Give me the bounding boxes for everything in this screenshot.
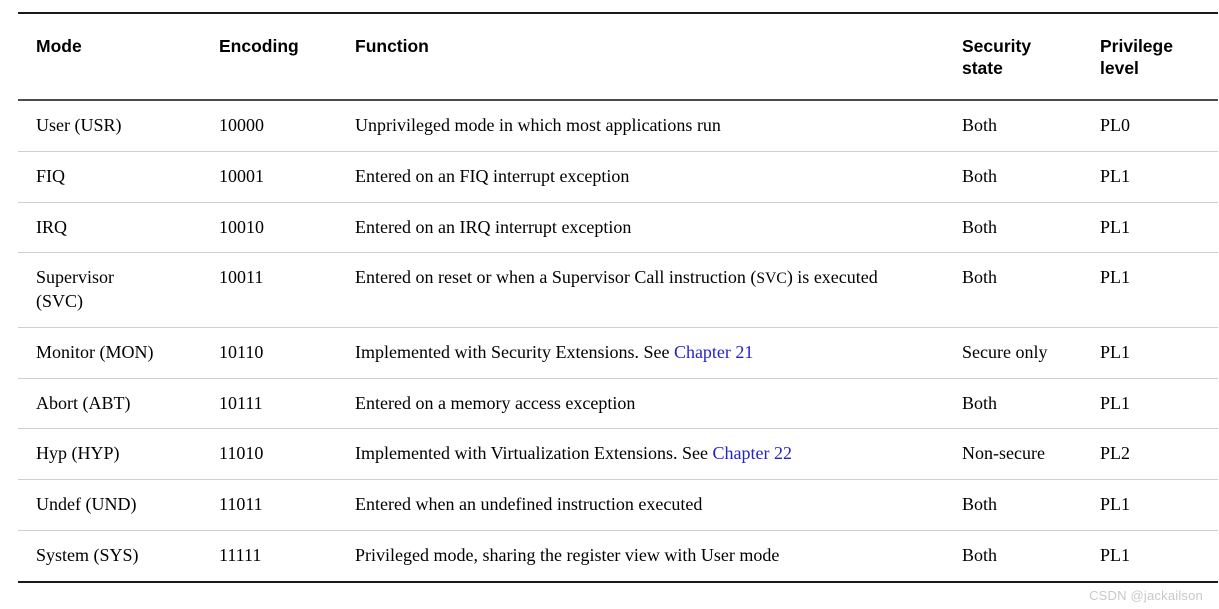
cell-privilege-level: PL1 bbox=[1100, 202, 1218, 254]
table-header-row: Mode Encoding Function Security state Pr… bbox=[18, 11, 1218, 102]
cell-encoding: 10111 bbox=[219, 378, 355, 430]
table-row: Undef (UND) 11011 Entered when an undefi… bbox=[18, 479, 1218, 531]
cell-mode-line2: (SVC) bbox=[36, 291, 84, 312]
table-row: FIQ 10001 Entered on an FIQ interrupt ex… bbox=[18, 151, 1218, 203]
column-header-encoding: Encoding bbox=[219, 11, 355, 102]
cell-security-state: Both bbox=[962, 100, 1100, 152]
cell-encoding: 10001 bbox=[219, 151, 355, 203]
cell-privilege-level: PL1 bbox=[1100, 151, 1218, 203]
csdn-watermark: CSDN @jackailson bbox=[1089, 588, 1203, 603]
function-abbr-svc: SVC bbox=[756, 270, 787, 288]
cell-privilege-level: PL1 bbox=[1100, 530, 1218, 583]
table-row: Monitor (MON) 10110 Implemented with Sec… bbox=[18, 327, 1218, 379]
cell-function: Entered on an FIQ interrupt exception bbox=[355, 151, 962, 203]
cell-security-state: Both bbox=[962, 202, 1100, 254]
cell-encoding: 10011 bbox=[219, 252, 355, 328]
cell-mode: System (SYS) bbox=[18, 530, 219, 583]
cell-encoding: 10110 bbox=[219, 327, 355, 379]
column-header-privilege-line2: level bbox=[1100, 58, 1139, 79]
cell-mode: User (USR) bbox=[18, 100, 219, 152]
table-row: Abort (ABT) 10111 Entered on a memory ac… bbox=[18, 378, 1218, 430]
cell-security-state: Both bbox=[962, 479, 1100, 531]
cell-mode: FIQ bbox=[18, 151, 219, 203]
cell-security-state: Both bbox=[962, 530, 1100, 583]
function-text-part1: Entered on reset or when a Supervisor Ca… bbox=[355, 267, 757, 288]
cell-mode: Supervisor (SVC) bbox=[18, 252, 219, 328]
cell-mode: Monitor (MON) bbox=[18, 327, 219, 379]
cell-mode: Hyp (HYP) bbox=[18, 428, 219, 481]
column-header-mode: Mode bbox=[18, 11, 219, 102]
cell-function: Entered on an IRQ interrupt exception bbox=[355, 202, 962, 254]
cell-function: Privileged mode, sharing the register vi… bbox=[355, 530, 962, 583]
cell-encoding: 11011 bbox=[219, 479, 355, 531]
cell-privilege-level: PL0 bbox=[1100, 100, 1218, 152]
cell-function: Entered on a memory access exception bbox=[355, 378, 962, 430]
cell-privilege-level: PL1 bbox=[1100, 252, 1218, 328]
table-row: IRQ 10010 Entered on an IRQ interrupt ex… bbox=[18, 202, 1218, 254]
cell-encoding: 11111 bbox=[219, 530, 355, 583]
cell-mode: Undef (UND) bbox=[18, 479, 219, 531]
table-row: Hyp (HYP) 11010 Implemented with Virtual… bbox=[18, 428, 1218, 481]
cell-encoding: 10010 bbox=[219, 202, 355, 254]
cell-security-state: Non-secure bbox=[962, 428, 1100, 481]
cell-encoding: 10000 bbox=[219, 100, 355, 152]
column-header-function: Function bbox=[355, 11, 962, 102]
column-header-privilege-level: Privilege level bbox=[1100, 11, 1218, 102]
column-header-privilege-line1: Privilege bbox=[1100, 36, 1173, 56]
table-header: Mode Encoding Function Security state Pr… bbox=[18, 11, 1218, 102]
chapter-22-link[interactable]: Chapter 22 bbox=[712, 443, 792, 464]
cell-privilege-level: PL2 bbox=[1100, 428, 1218, 481]
cell-security-state: Secure only bbox=[962, 327, 1100, 379]
table-row: Supervisor (SVC) 10011 Entered on reset … bbox=[18, 252, 1218, 328]
function-text-prefix: Implemented with Security Extensions. Se… bbox=[355, 341, 674, 362]
table-row: System (SYS) 11111 Privileged mode, shar… bbox=[18, 530, 1218, 583]
table-body: User (USR) 10000 Unprivileged mode in wh… bbox=[18, 100, 1218, 583]
function-text-prefix: Implemented with Virtualization Extensio… bbox=[355, 443, 713, 464]
column-header-security-line2: state bbox=[962, 58, 1003, 79]
cell-privilege-level: PL1 bbox=[1100, 378, 1218, 430]
cell-function: Entered when an undefined instruction ex… bbox=[355, 479, 962, 531]
cell-encoding: 11010 bbox=[219, 428, 355, 481]
cell-mode: Abort (ABT) bbox=[18, 378, 219, 430]
function-text-part2: ) is executed bbox=[786, 267, 878, 288]
processor-modes-table-container: Mode Encoding Function Security state Pr… bbox=[18, 11, 1218, 583]
column-header-security-line1: Security bbox=[962, 36, 1032, 56]
cell-function: Unprivileged mode in which most applicat… bbox=[355, 100, 962, 152]
cell-privilege-level: PL1 bbox=[1100, 479, 1218, 531]
cell-mode: IRQ bbox=[18, 202, 219, 254]
cell-security-state: Both bbox=[962, 151, 1100, 203]
processor-modes-table: Mode Encoding Function Security state Pr… bbox=[18, 11, 1218, 583]
column-header-security-state: Security state bbox=[962, 11, 1100, 102]
cell-function: Entered on reset or when a Supervisor Ca… bbox=[355, 252, 962, 328]
chapter-21-link[interactable]: Chapter 21 bbox=[673, 341, 754, 362]
cell-mode-line1: Supervisor bbox=[36, 267, 114, 288]
cell-function: Implemented with Virtualization Extensio… bbox=[355, 428, 962, 481]
cell-security-state: Both bbox=[962, 252, 1100, 328]
table-row: User (USR) 10000 Unprivileged mode in wh… bbox=[18, 100, 1218, 152]
cell-function: Implemented with Security Extensions. Se… bbox=[355, 327, 962, 379]
cell-security-state: Both bbox=[962, 378, 1100, 430]
cell-privilege-level: PL1 bbox=[1100, 327, 1218, 379]
